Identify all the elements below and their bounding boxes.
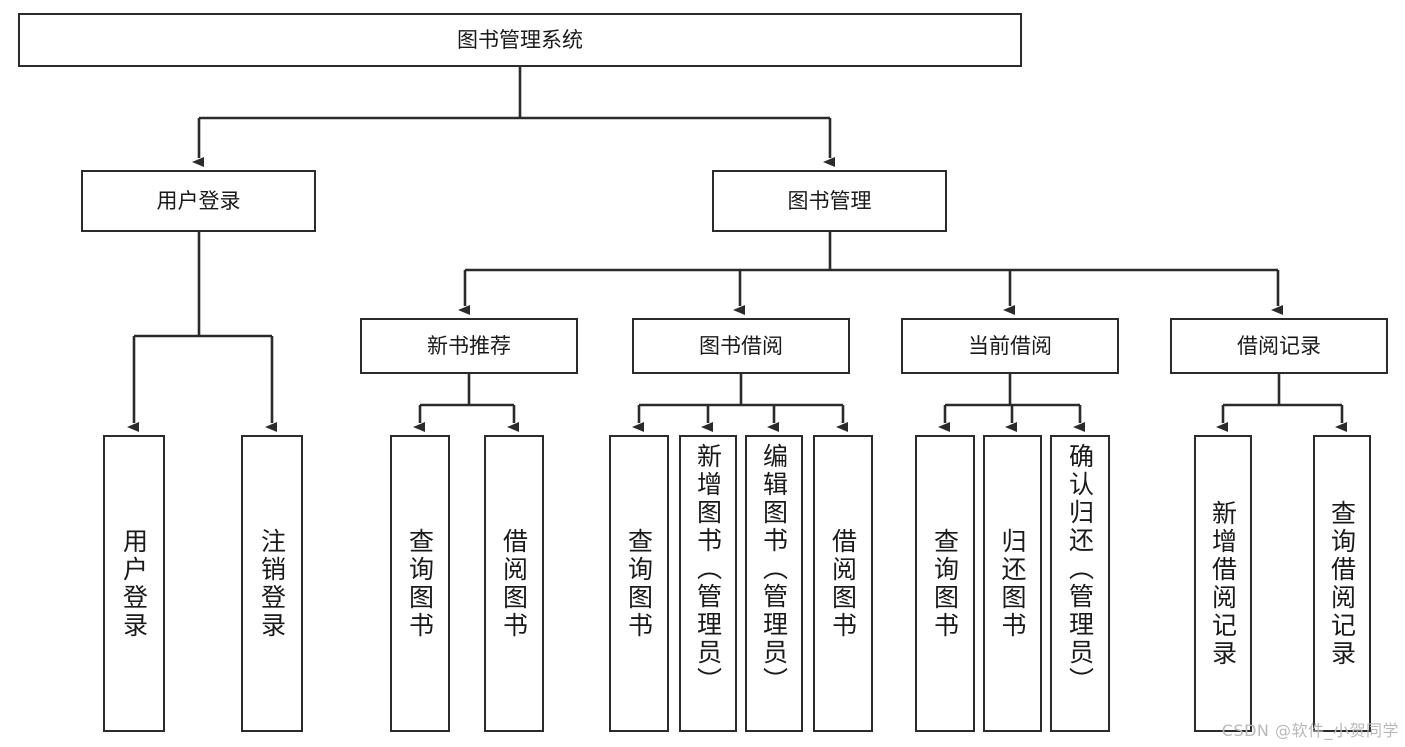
node-label: 图书管理 [787,188,872,213]
node-user-login[interactable]: 用户登录 [81,170,316,232]
leaf-borrow-edit-book-admin[interactable]: 编辑图书（管理员） [745,435,803,732]
leaf-current-confirm-return-admin[interactable]: 确认归还（管理员） [1050,435,1110,732]
node-label: 借阅记录 [1237,333,1321,358]
node-root-system[interactable]: 图书管理系统 [18,13,1022,67]
node-current-borrow[interactable]: 当前借阅 [901,318,1119,374]
node-label: 查询借阅记录 [1327,499,1357,668]
leaf-borrow-query-book[interactable]: 查询图书 [609,435,669,732]
node-label: 当前借阅 [968,333,1052,358]
leaf-user-login-login[interactable]: 用户登录 [103,435,165,732]
node-book-borrow[interactable]: 图书借阅 [632,318,850,374]
node-label: 确认归还（管理员） [1065,443,1095,695]
node-label: 新书推荐 [427,333,511,358]
node-label: 查询图书 [405,527,435,640]
node-label: 用户登录 [119,527,149,640]
node-label: 用户登录 [156,188,241,213]
node-label: 图书借阅 [699,333,783,358]
node-label: 编辑图书（管理员） [759,443,789,695]
leaf-borrow-add-book-admin[interactable]: 新增图书（管理员） [679,435,737,732]
node-label: 新增借阅记录 [1208,499,1238,668]
leaf-borrow-borrow-book[interactable]: 借阅图书 [813,435,873,732]
node-label: 注销登录 [257,527,287,640]
node-label: 新增图书（管理员） [693,443,723,695]
leaf-recommend-query-book[interactable]: 查询图书 [390,435,450,732]
node-borrow-record[interactable]: 借阅记录 [1170,318,1388,374]
leaf-record-query-record[interactable]: 查询借阅记录 [1313,435,1371,732]
leaf-recommend-borrow-book[interactable]: 借阅图书 [484,435,544,732]
leaf-record-add-record[interactable]: 新增借阅记录 [1194,435,1252,732]
leaf-current-query-book[interactable]: 查询图书 [915,435,975,732]
node-label: 归还图书 [998,527,1027,640]
node-label: 查询图书 [930,527,960,640]
node-label: 借阅图书 [499,527,529,640]
node-label: 图书管理系统 [457,27,583,52]
node-new-book-recommend[interactable]: 新书推荐 [360,318,578,374]
leaf-current-return-book[interactable]: 归还图书 [983,435,1042,732]
node-label: 查询图书 [624,527,654,640]
node-label: 借阅图书 [828,527,858,640]
watermark: CSDN @软件_小贺同学 [1221,721,1399,740]
node-book-management[interactable]: 图书管理 [712,170,947,232]
leaf-user-login-logout[interactable]: 注销登录 [241,435,303,732]
